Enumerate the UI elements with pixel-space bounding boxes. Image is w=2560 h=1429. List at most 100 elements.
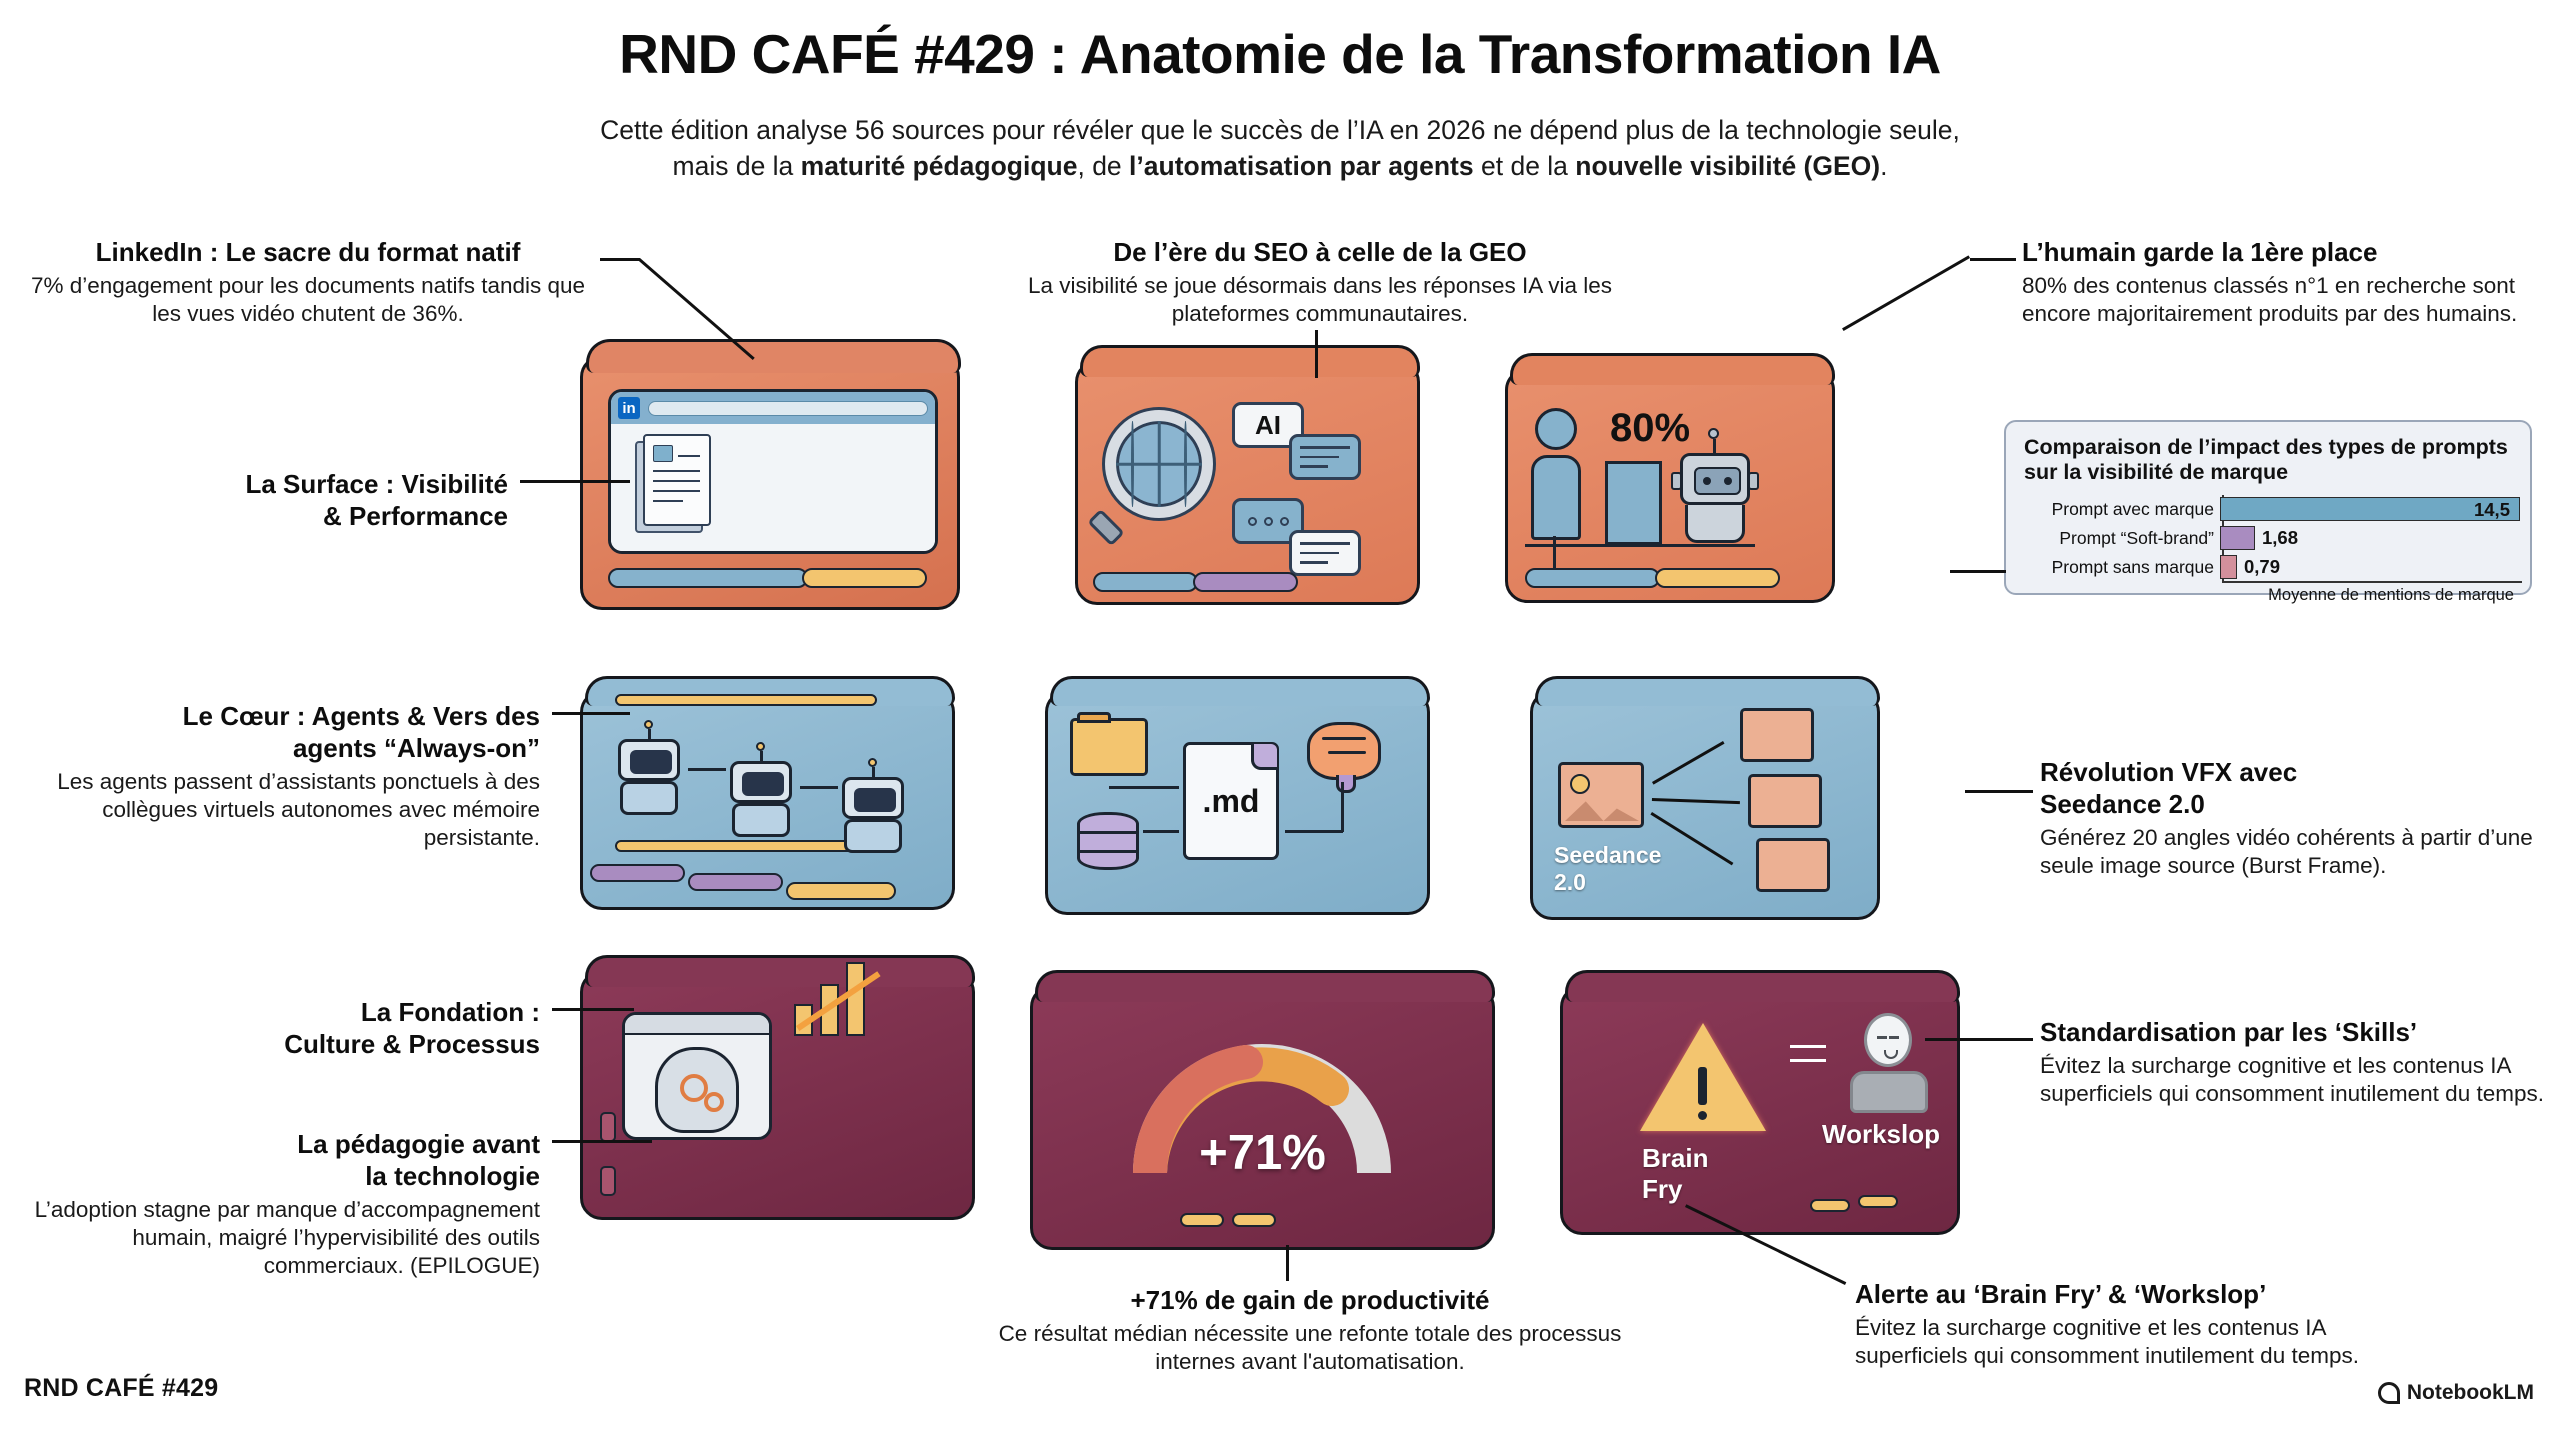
callout-geo: De l’ère du SEO à celle de la GEO La vis… <box>1000 236 1640 328</box>
callout-body: Les agents passent d’assistants ponctuel… <box>57 769 540 850</box>
leader-line-humain-diagonal <box>1842 255 1970 331</box>
callout-coeur: Le Cœur : Agents & Vers des agents “Alwa… <box>18 700 540 852</box>
chart-bar: 14,5 <box>2220 497 2520 521</box>
chart-value-label: 0,79 <box>2244 556 2281 577</box>
block-top-edge <box>1050 676 1430 706</box>
robot-icon <box>1671 428 1759 543</box>
callout-vfx: Révolution VFX avec Seedance 2.0 Générez… <box>2040 756 2540 880</box>
subtitle-bold-maturite: maturité pédagogique <box>800 151 1078 181</box>
status-pill-foot-1 <box>1180 1213 1224 1227</box>
callout-body: 7% d’engagement pour les documents natif… <box>30 273 586 326</box>
arrow-folder-to-md <box>1109 786 1179 789</box>
arrow-db-to-md <box>1143 830 1179 833</box>
gauge-svg <box>1132 1044 1391 1173</box>
status-pill-yellow <box>786 882 896 900</box>
callout-title-line-1: La Fondation : <box>360 997 540 1027</box>
search-bar[interactable] <box>648 400 928 416</box>
chart-row: Prompt avec marque 14,5 <box>2024 497 2520 521</box>
database-icon <box>1077 812 1139 870</box>
callout-skills: Standardisation par les ‘Skills’ Évitez … <box>2040 1016 2545 1108</box>
status-pill-left-2 <box>600 1112 616 1142</box>
footer-issue-label: RND CAFÉ #429 <box>24 1374 219 1402</box>
chart-category-label: Prompt avec marque <box>2051 498 2214 519</box>
callout-title-line-1: La Surface : Visibilité <box>245 469 508 499</box>
brain-fry-label: Brain Fry <box>1642 1143 1709 1204</box>
stressed-person-icon <box>1850 1013 1928 1113</box>
callout-body: La visibilité se joue désormais dans les… <box>1027 273 1613 326</box>
callout-title: L’humain garde la 1ère place <box>2022 237 2378 267</box>
callout-title: Alerte au ‘Brain Fry’ & ‘Workslop’ <box>1855 1279 2267 1309</box>
notebooklm-icon <box>2377 1382 2400 1404</box>
chart-row: Prompt “Soft-brand” 1,68 <box>2024 526 2298 550</box>
page-title: RND CAFÉ #429 : Anatomie de la Transform… <box>619 23 1941 85</box>
status-pill-left <box>600 1166 616 1196</box>
chart-category-label: Prompt sans marque <box>2051 556 2214 577</box>
status-pill-yellow <box>1655 568 1780 588</box>
block-top-edge <box>586 339 961 373</box>
subtitle-bold-geo: nouvelle visibilité (GEO) <box>1575 151 1881 181</box>
callout-surface: La Surface : Visibilité & Performance <box>18 468 508 532</box>
leader-line-humain <box>1970 258 2016 261</box>
status-pill-blue <box>1525 568 1660 588</box>
brain-icon <box>1307 722 1381 793</box>
chart-bar <box>2220 555 2237 579</box>
status-pill-purple-2 <box>688 873 783 891</box>
chart-title: Comparaison de l’impact des types de pro… <box>2024 435 2508 484</box>
chat-bubble-answer <box>1289 530 1361 576</box>
md-file-icon: .md <box>1183 742 1279 860</box>
source-image-stack-icon <box>1558 762 1644 828</box>
robot-agent-1 <box>618 720 680 815</box>
leader-line-pedagogie <box>552 1140 652 1143</box>
seedance-output-3 <box>1756 838 1830 892</box>
leader-line-coeur <box>552 712 630 715</box>
chart-x-axis <box>2222 581 2522 583</box>
callout-humain: L’humain garde la 1ère place 80% des con… <box>2022 236 2542 328</box>
status-pill-purple <box>1193 572 1298 592</box>
status-pill-blue <box>608 568 808 588</box>
block-top-edge <box>1510 353 1835 385</box>
leader-line-productivite <box>1286 1245 1289 1281</box>
status-pill-foot-1 <box>1810 1199 1850 1212</box>
callout-title-line-2: la technologie <box>365 1161 540 1191</box>
subtitle-line-2a: mais de la <box>672 151 801 181</box>
leader-line-linkedin <box>600 258 640 261</box>
callout-body: Évitez la surcharge cognitive et les con… <box>2040 1053 2544 1106</box>
callout-fondation: La Fondation : Culture & Processus <box>18 996 540 1060</box>
seedance-output-2 <box>1748 774 1822 828</box>
arrow-agent-2-3 <box>800 786 838 789</box>
leader-line-fondation <box>552 1008 634 1011</box>
chart-row: Prompt sans marque 0,79 <box>2024 555 2280 579</box>
seedance-output-1 <box>1740 708 1814 762</box>
status-pill-foot-2 <box>1858 1195 1898 1208</box>
status-pill-foot-2 <box>1232 1213 1276 1227</box>
pedagogy-screen <box>622 1012 772 1140</box>
callout-title-line-1: Révolution VFX avec <box>2040 757 2298 787</box>
block-top-edge <box>1035 970 1495 1002</box>
leader-line-vfx <box>1965 790 2033 793</box>
leader-line-chart <box>1950 570 2006 573</box>
callout-body: Évitez la surcharge cognitive et les con… <box>1855 1315 2359 1368</box>
subtitle-line-2e: et de la <box>1473 151 1576 181</box>
chart-category-label: Prompt “Soft-brand” <box>2059 527 2214 548</box>
warning-exclamation-dot <box>1698 1111 1707 1120</box>
gauge-icon <box>1126 1037 1398 1173</box>
chat-bubble-response <box>1289 434 1361 480</box>
footer-brand: NotebookLM <box>2377 1381 2534 1405</box>
chart-bar <box>2220 526 2255 550</box>
subtitle-line-2g: . <box>1880 151 1888 181</box>
callout-title-line-2: agents “Always-on” <box>292 733 540 763</box>
status-pill-purple <box>590 864 685 882</box>
subtitle-line-1: Cette édition analyse 56 sources pour ré… <box>600 115 1960 145</box>
callout-title: De l’ère du SEO à celle de la GEO <box>1113 237 1527 267</box>
callout-title-line-2: & Performance <box>323 501 508 531</box>
chart-value-label: 14,5 <box>2473 499 2510 520</box>
leader-line-surface <box>520 480 630 483</box>
agent-loop-arrow-bottom <box>615 840 877 852</box>
magnifier-globe-icon <box>1105 410 1213 518</box>
gauge-value-label: +71% <box>1199 1126 1326 1180</box>
folder-icon <box>1070 712 1148 776</box>
block-side-face <box>1030 985 1495 1250</box>
agent-loop-arrow-top <box>615 694 877 706</box>
chart-value-label: 1,68 <box>2262 527 2299 548</box>
seedance-label: Seedance 2.0 <box>1554 842 1662 895</box>
